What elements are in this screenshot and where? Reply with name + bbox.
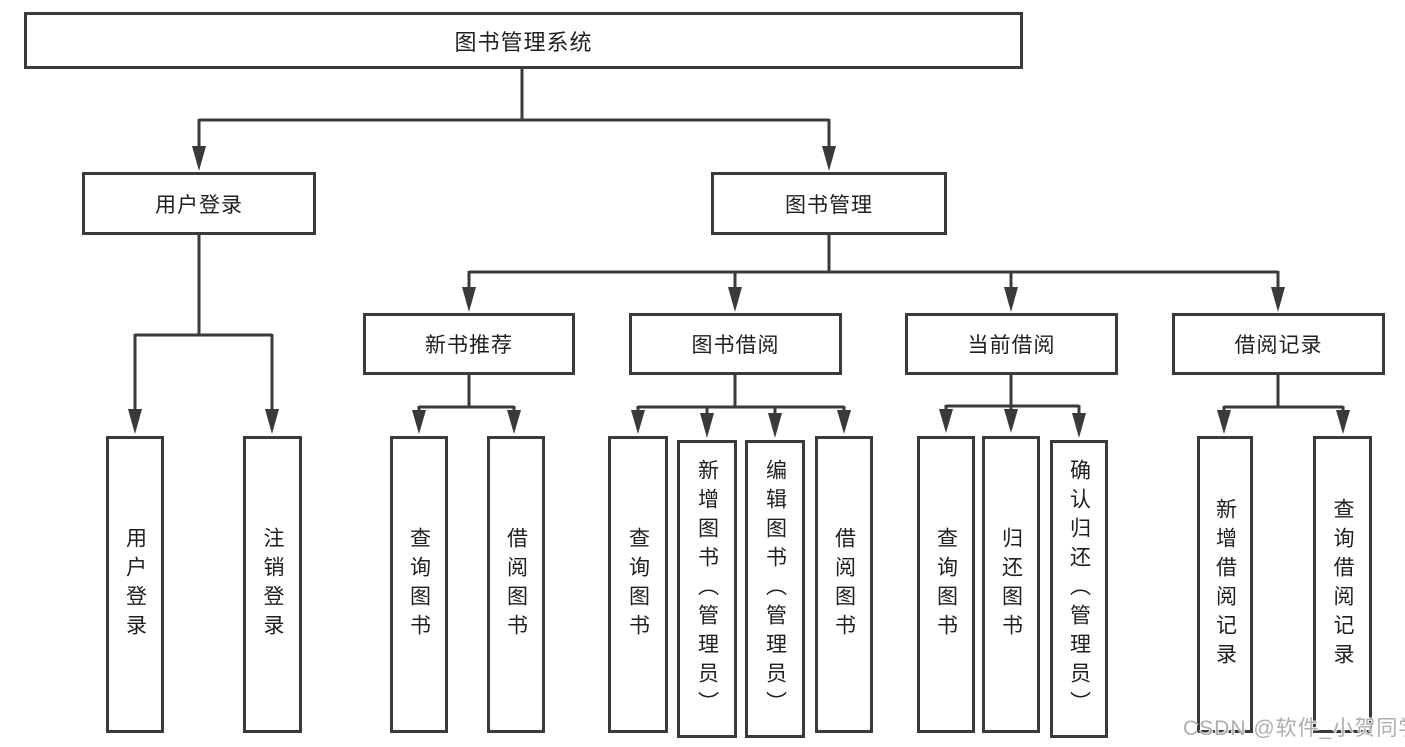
leaf-confirm-return-admin: 确认归还（管理员） bbox=[1050, 440, 1108, 738]
leaf-add-book-admin: 新增图书（管理员） bbox=[677, 440, 737, 738]
leaf-borrow-book: 借阅图书 bbox=[815, 436, 873, 733]
leaf-query-book-borrow: 查询图书 bbox=[608, 436, 668, 733]
leaf-edit-book-admin-label: 编辑图书（管理员） bbox=[763, 458, 787, 720]
leaf-return-book: 归还图书 bbox=[982, 436, 1040, 733]
leaf-edit-book-admin: 编辑图书（管理员） bbox=[745, 440, 805, 738]
node-user-login: 用户登录 bbox=[82, 172, 316, 235]
leaf-return-book-label: 归还图书 bbox=[999, 526, 1023, 643]
leaf-add-borrow-record: 新增借阅记录 bbox=[1197, 436, 1253, 733]
leaf-query-borrow-record-label: 查询借阅记录 bbox=[1331, 497, 1354, 672]
leaf-confirm-return-admin-label: 确认归还（管理员） bbox=[1067, 458, 1091, 720]
node-book-borrow: 图书借阅 bbox=[629, 313, 842, 375]
leaf-borrow-book-label: 借阅图书 bbox=[832, 526, 856, 643]
leaf-logout: 注销登录 bbox=[243, 436, 302, 733]
leaf-query-book-recommend-label: 查询图书 bbox=[407, 526, 431, 643]
leaf-add-book-admin-label: 新增图书（管理员） bbox=[695, 458, 719, 720]
leaf-query-borrow-record: 查询借阅记录 bbox=[1313, 436, 1372, 733]
leaf-query-book-recommend: 查询图书 bbox=[390, 436, 448, 733]
leaf-logout-label: 注销登录 bbox=[261, 526, 284, 643]
leaf-user-login: 用户登录 bbox=[106, 436, 164, 733]
leaf-query-book-borrow-label: 查询图书 bbox=[626, 526, 650, 643]
node-new-book-recommend: 新书推荐 bbox=[363, 313, 575, 375]
leaf-add-borrow-record-label: 新增借阅记录 bbox=[1213, 497, 1237, 672]
leaf-query-book-current: 查询图书 bbox=[917, 436, 975, 733]
node-book-management: 图书管理 bbox=[711, 172, 947, 235]
leaf-query-book-current-label: 查询图书 bbox=[934, 526, 958, 643]
watermark-text: CSDN @软件_小贺同学 bbox=[1183, 717, 1405, 740]
node-current-borrow: 当前借阅 bbox=[905, 313, 1118, 375]
leaf-borrow-book-recommend-label: 借阅图书 bbox=[504, 526, 528, 643]
node-root: 图书管理系统 bbox=[24, 12, 1023, 69]
node-borrow-record: 借阅记录 bbox=[1172, 313, 1385, 375]
leaf-user-login-label: 用户登录 bbox=[123, 526, 147, 643]
leaf-borrow-book-recommend: 借阅图书 bbox=[487, 436, 545, 733]
